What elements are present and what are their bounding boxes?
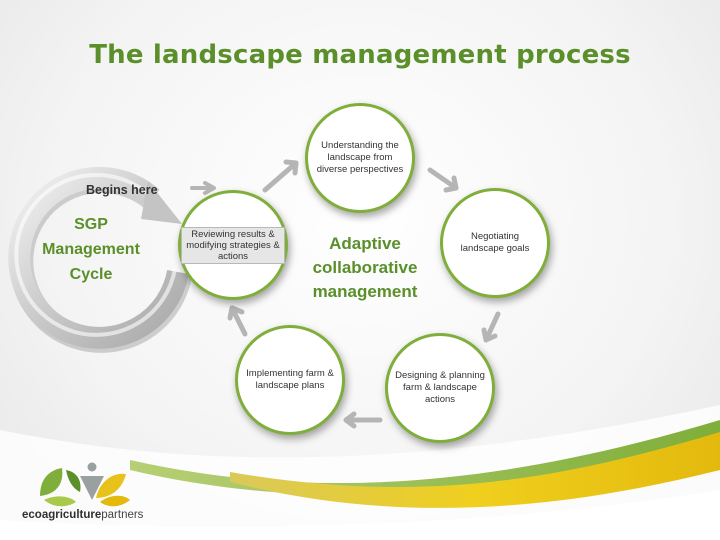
sgp-cycle-ring [8, 166, 192, 353]
node-designing-planning: Designing & planning farm & landscape ac… [385, 333, 495, 443]
node-implementing-plans: Implementing farm & landscape plans [235, 325, 345, 435]
page-title: The landscape management process [89, 40, 631, 70]
arrow-understanding-to-negotiating [427, 167, 459, 193]
arrow-negotiating-to-designing [481, 311, 501, 343]
node-implementing-text: Implementing farm & landscape plans [246, 368, 334, 391]
node-reviewing-results: Reviewing results & modifying strategies… [178, 190, 288, 300]
node-understanding-text: Understanding the landscape from diverse… [316, 140, 404, 175]
ecoagriculture-logo-icon [40, 462, 130, 507]
logo-wordmark-bold: ecoagriculture [22, 509, 102, 521]
arrow-implementing-to-reviewing [227, 305, 248, 337]
node-negotiating-goals: Negotiating landscape goals [440, 188, 550, 298]
logo-wordmark: ecoagriculturepartners [22, 509, 143, 521]
bottom-wave [0, 405, 720, 540]
node-reviewing-text: Reviewing results & modifying strategies… [181, 226, 285, 264]
arrow-designing-to-implementing [343, 411, 383, 429]
sgp-management-cycle-label: SGP Management Cycle [42, 216, 140, 283]
node-designing-text: Designing & planning farm & landscape ac… [395, 370, 485, 405]
sgp-ring-arrowhead [141, 181, 182, 224]
node-negotiating-text: Negotiating landscape goals [460, 231, 530, 254]
begins-here-arrow [190, 181, 216, 195]
arrow-reviewing-to-understanding [262, 159, 299, 193]
node-understanding-landscape: Understanding the landscape from diverse… [305, 103, 415, 213]
begins-here-label: Begins here [86, 183, 158, 197]
logo-wordmark-light: partners [101, 509, 144, 521]
center-adaptive-management-label: Adaptive collaborative management [312, 234, 418, 301]
